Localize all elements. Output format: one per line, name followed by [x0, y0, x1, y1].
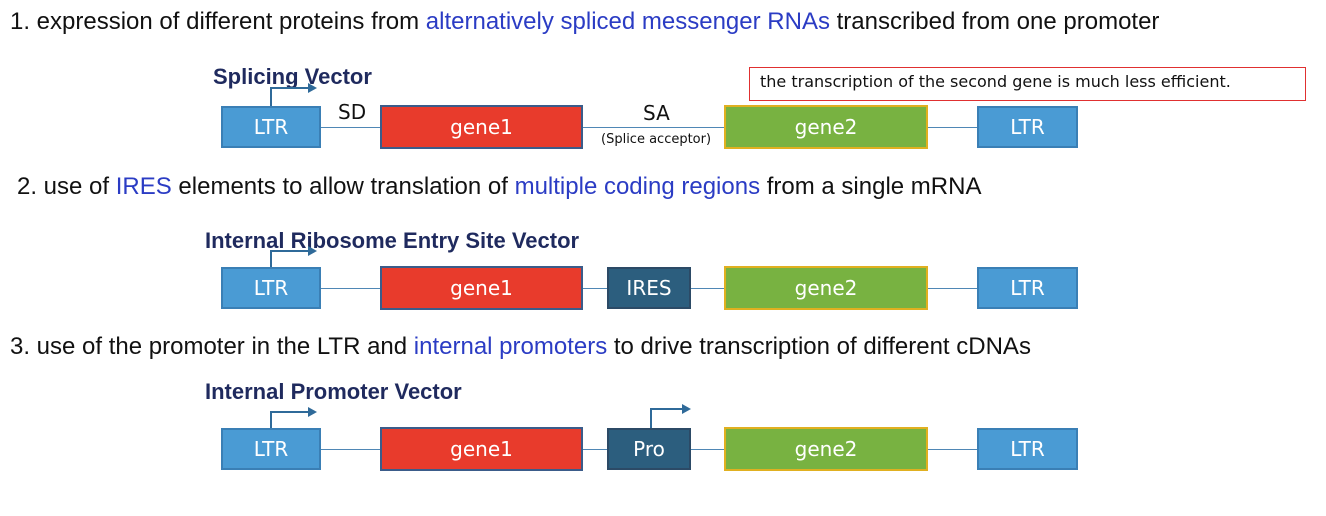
heading-highlight: alternatively spliced messenger RNAs: [425, 8, 830, 35]
heading-text: elements to allow translation of: [171, 173, 515, 200]
ltr-right-box: LTR: [977, 428, 1078, 470]
backbone-line: [927, 288, 977, 289]
backbone-line: [320, 127, 380, 128]
backbone-line: [582, 449, 607, 450]
heading-text: 1. expression of different proteins from: [10, 8, 426, 35]
gene1-box: gene1: [380, 427, 583, 471]
heading-text: from a single mRNA: [760, 173, 982, 200]
heading-text: 3. use of the promoter in the LTR and: [10, 333, 414, 360]
ires-vector-title: Internal Ribosome Entry Site Vector: [205, 228, 580, 253]
section3-heading: 3. use of the promoter in the LTR and in…: [10, 333, 1031, 361]
ires-box: IRES: [607, 267, 691, 309]
backbone-line: [927, 449, 977, 450]
ltr-left-box: LTR: [221, 267, 321, 309]
gene1-box: gene1: [380, 266, 583, 310]
gene2-box: gene2: [724, 105, 928, 149]
backbone-line: [582, 127, 725, 128]
heading-text: to drive transcription of different cDNA…: [607, 333, 1031, 360]
backbone-line: [320, 449, 380, 450]
pro-box: Pro: [607, 428, 691, 470]
heading-highlight: IRES: [115, 173, 172, 200]
splicing-vector-title: Splicing Vector: [213, 64, 372, 89]
heading-text: 2. use of: [17, 173, 116, 200]
heading-text: transcribed from one promoter: [829, 8, 1160, 35]
internal-promoter-vector-title: Internal Promoter Vector: [205, 379, 462, 404]
ltr-right-box: LTR: [977, 267, 1078, 309]
heading-highlight: internal promoters: [413, 333, 608, 360]
splice-acceptor-label: (Splice acceptor): [601, 132, 712, 147]
ltr-left-box: LTR: [221, 106, 321, 148]
efficiency-note: the transcription of the second gene is …: [749, 67, 1306, 101]
backbone-line: [927, 127, 977, 128]
sa-label: SA: [643, 101, 670, 125]
section1-heading: 1. expression of different proteins from…: [10, 8, 1159, 36]
heading-highlight: multiple coding regions: [514, 173, 761, 200]
backbone-line: [690, 288, 725, 289]
ltr-left-box: LTR: [221, 428, 321, 470]
ltr-right-box: LTR: [977, 106, 1078, 148]
backbone-line: [582, 288, 607, 289]
backbone-line: [690, 449, 725, 450]
section2-heading: 2. use of IRES elements to allow transla…: [17, 173, 981, 201]
backbone-line: [320, 288, 380, 289]
gene2-box: gene2: [724, 427, 928, 471]
sd-label: SD: [338, 100, 367, 124]
gene1-box: gene1: [380, 105, 583, 149]
gene2-box: gene2: [724, 266, 928, 310]
